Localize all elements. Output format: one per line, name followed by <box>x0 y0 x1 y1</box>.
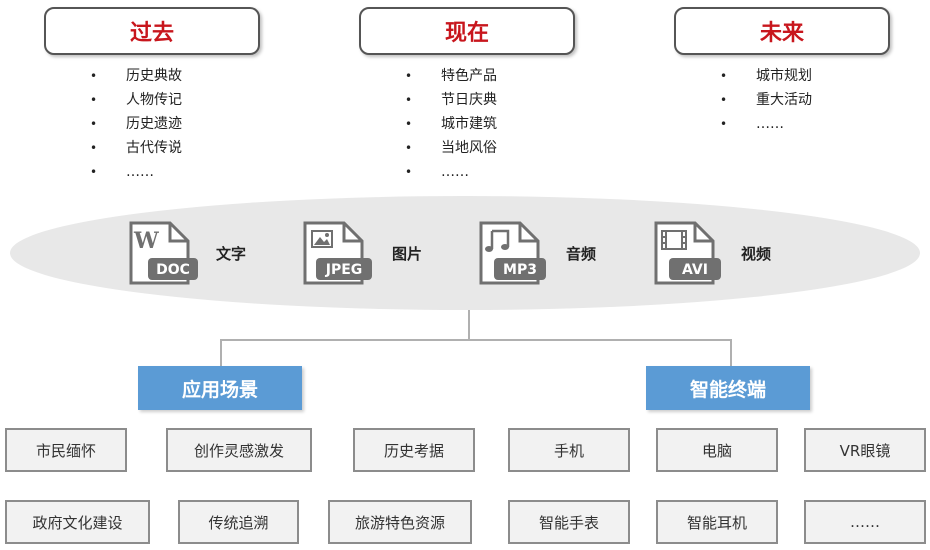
list-item: …… <box>405 160 497 184</box>
avi-badge: AVI <box>682 262 708 278</box>
era-future-list: 城市规划 重大活动 …… <box>720 64 812 136</box>
terminal-box: …… <box>804 500 926 544</box>
audio-file-icon: MP3 <box>479 221 546 285</box>
list-item: 历史典故 <box>90 64 182 88</box>
era-past-title: 过去 <box>44 7 260 55</box>
list-item: …… <box>720 112 812 136</box>
era-present-list: 特色产品 节日庆典 城市建筑 当地风俗 …… <box>405 64 497 184</box>
media-label-text: 文字 <box>216 244 247 263</box>
connector-horizontal <box>220 339 732 341</box>
scene-box: 政府文化建设 <box>5 500 150 544</box>
media-label-audio: 音频 <box>566 244 597 263</box>
terminal-box: 智能耳机 <box>656 500 778 544</box>
word-document-icon: W DOC <box>129 221 198 285</box>
list-item: 人物传记 <box>90 88 182 112</box>
era-present-title: 现在 <box>359 7 575 55</box>
video-file-icon: AVI <box>654 221 721 285</box>
list-item: 节日庆典 <box>405 88 497 112</box>
era-past-list: 历史典故 人物传记 历史遗迹 古代传说 …… <box>90 64 182 184</box>
list-item: 历史遗迹 <box>90 112 182 136</box>
list-item: 城市建筑 <box>405 112 497 136</box>
media-label-image: 图片 <box>392 244 423 263</box>
connector-right <box>730 339 732 367</box>
list-item: 城市规划 <box>720 64 812 88</box>
scene-box: 旅游特色资源 <box>328 500 472 544</box>
connector-left <box>220 339 222 367</box>
list-item: 当地风俗 <box>405 136 497 160</box>
category-application-scenes: 应用场景 <box>138 366 302 410</box>
era-future-title: 未来 <box>674 7 890 55</box>
svg-text:W: W <box>133 228 159 254</box>
scene-box: 市民缅怀 <box>5 428 127 472</box>
scene-box: 历史考据 <box>353 428 475 472</box>
mp3-badge: MP3 <box>503 262 537 278</box>
doc-badge: DOC <box>156 262 190 278</box>
terminal-box: 智能手表 <box>508 500 630 544</box>
list-item: 重大活动 <box>720 88 812 112</box>
scene-box: 创作灵感激发 <box>166 428 312 472</box>
list-item: 古代传说 <box>90 136 182 160</box>
list-item: …… <box>90 160 182 184</box>
jpeg-badge: JPEG <box>325 262 363 278</box>
category-smart-terminals: 智能终端 <box>646 366 810 410</box>
terminal-box: 手机 <box>508 428 630 472</box>
connector-vertical <box>468 310 470 340</box>
media-mp3: MP3 音频 <box>478 218 596 288</box>
media-label-video: 视频 <box>741 244 772 263</box>
terminal-box: VR眼镜 <box>804 428 926 472</box>
media-avi: AVI 视频 <box>653 218 771 288</box>
scene-box: 传统追溯 <box>178 500 299 544</box>
terminal-box: 电脑 <box>656 428 778 472</box>
image-file-icon: JPEG <box>303 221 372 285</box>
media-jpeg: JPEG 图片 <box>302 218 422 288</box>
media-doc: W DOC 文字 <box>128 218 246 288</box>
list-item: 特色产品 <box>405 64 497 88</box>
